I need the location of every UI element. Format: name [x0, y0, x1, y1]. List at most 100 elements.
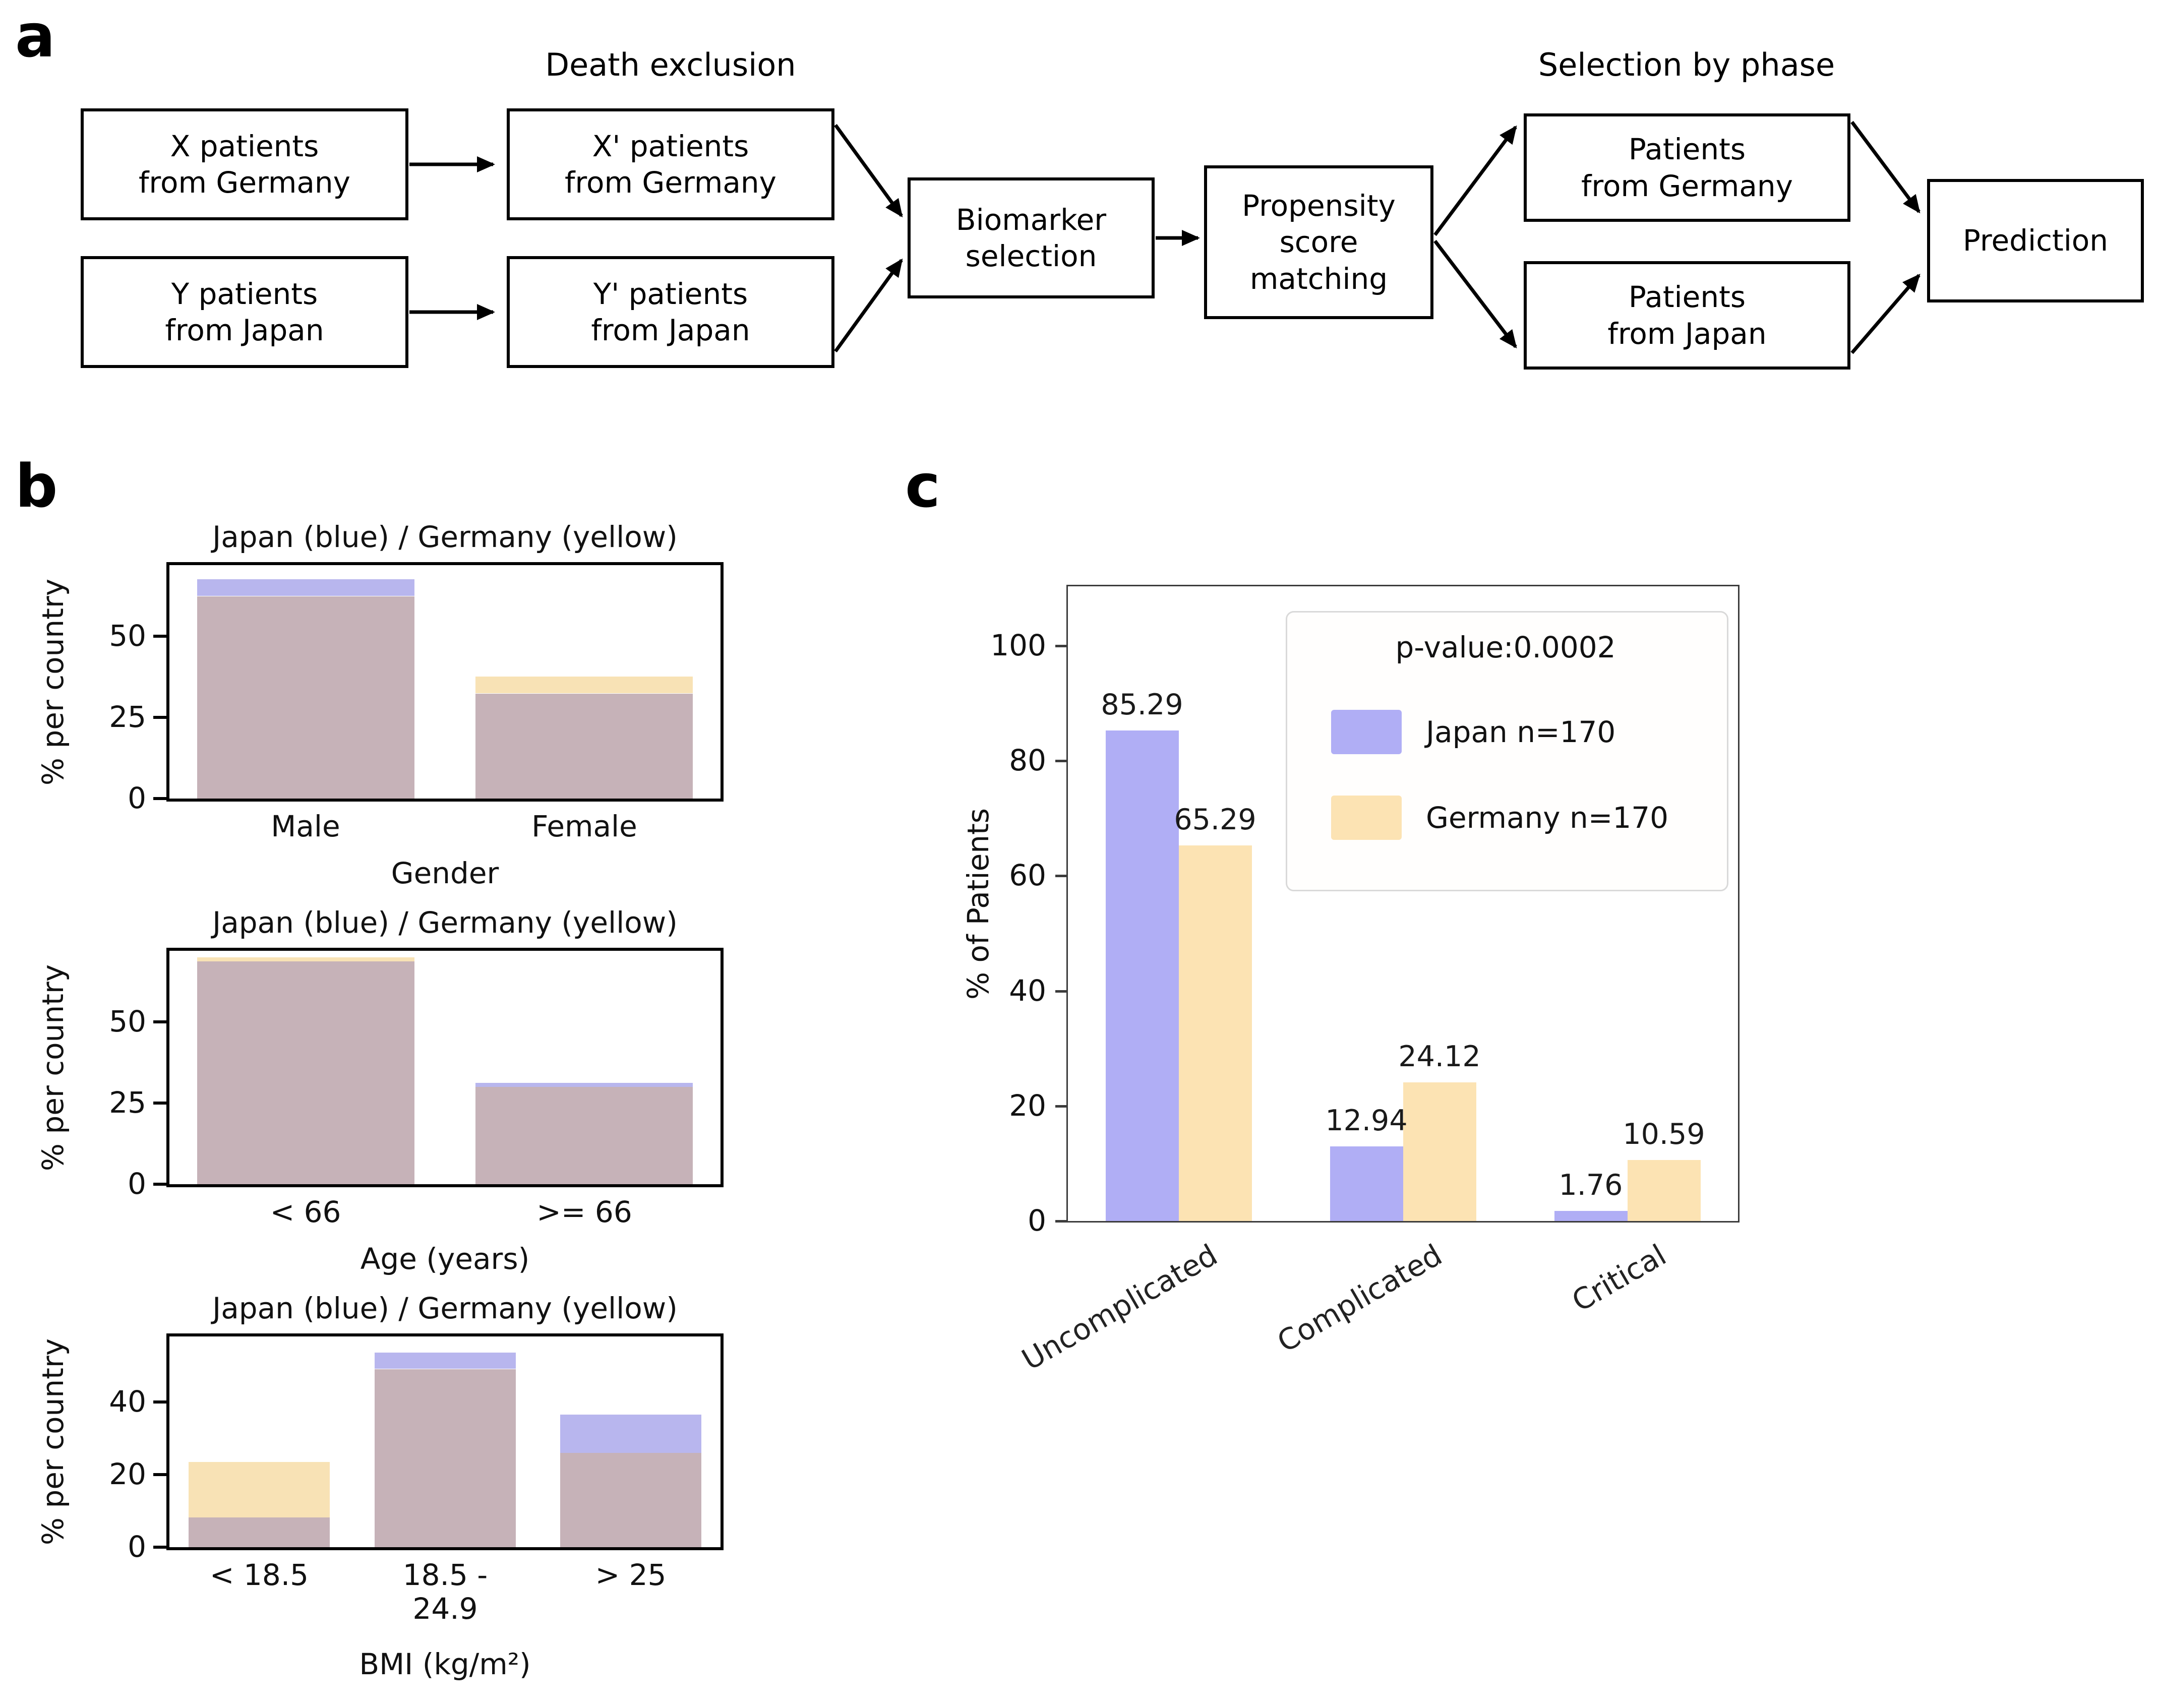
y-tick-mark — [1055, 760, 1066, 762]
plot-area-gender — [166, 562, 724, 802]
y-tick-label: 50 — [109, 1004, 146, 1039]
legend-swatch-japan — [1331, 710, 1402, 754]
y-tick-label: 0 — [128, 1530, 146, 1564]
y-tick-mark — [153, 1020, 166, 1023]
flow-arrow — [834, 124, 903, 218]
y-tick-mark — [1055, 1105, 1066, 1108]
x-tick-label-bmi-2: > 25 — [595, 1558, 667, 1592]
bar-germany-1 — [1403, 1082, 1476, 1221]
flow-arrow — [1850, 273, 1921, 354]
chart-title-age: Japan (blue) / Germany (yellow) — [212, 905, 678, 940]
y-tick-label: 40 — [109, 1384, 146, 1419]
flow-arrow — [1433, 125, 1517, 236]
bar-value-label-japan-0: 85.29 — [1101, 688, 1183, 721]
flow-arrow — [1850, 120, 1921, 214]
flow-box-y-patients-japan: Y patients from Japan — [81, 256, 408, 368]
x-tick-label-severity-1: Complicated — [1271, 1238, 1448, 1359]
y-axis-label: % per country — [33, 1333, 73, 1550]
y-axis-label: % per country — [33, 948, 73, 1187]
bar-age-1-overlap — [475, 1087, 693, 1184]
y-tick-mark — [153, 1473, 166, 1476]
flow-box-x-patients-germany: X patients from Germany — [81, 108, 408, 220]
bar-gender-1-overlap — [475, 694, 693, 799]
y-tick-label: 60 — [1009, 858, 1046, 892]
bar-gender-0-overlap — [197, 596, 414, 799]
death-exclusion-label: Death exclusion — [545, 46, 796, 83]
bar-japan-0 — [1106, 730, 1179, 1221]
bar-bmi-2-overlap — [560, 1453, 701, 1547]
y-tick-label: 0 — [1028, 1203, 1046, 1238]
plot-area-age — [166, 948, 724, 1187]
y-tick-mark — [153, 635, 166, 638]
bar-germany-0 — [1179, 845, 1252, 1221]
selection-by-phase-label: Selection by phase — [1538, 46, 1835, 83]
chart-title-gender: Japan (blue) / Germany (yellow) — [212, 520, 678, 554]
y-axis-label: % of Patients — [958, 585, 998, 1223]
bar-gender-1-top-germany — [475, 677, 693, 693]
y-axis-label-text: % per country — [36, 578, 71, 785]
y-tick-label: 80 — [1009, 743, 1046, 777]
bar-bmi-1-top-japan — [375, 1353, 516, 1369]
legend-title: p-value:0.0002 — [1395, 630, 1616, 664]
y-axis-label-text: % per country — [36, 964, 71, 1171]
y-tick-label: 0 — [128, 781, 146, 815]
legend-swatch-germany — [1331, 796, 1402, 840]
y-tick-label: 50 — [109, 619, 146, 653]
y-tick-mark — [153, 1400, 166, 1404]
bar-value-label-japan-1: 12.94 — [1325, 1104, 1408, 1137]
bar-value-label-japan-2: 1.76 — [1558, 1169, 1623, 1202]
y-tick-label: 25 — [109, 1085, 146, 1120]
flow-box-biomarker-selection: Biomarker selection — [908, 177, 1155, 298]
x-axis-label-bmi: BMI (kg/m²) — [359, 1647, 531, 1681]
y-tick-label: 20 — [1009, 1088, 1046, 1123]
y-tick-mark — [1055, 1220, 1066, 1223]
y-tick-mark — [153, 1546, 166, 1549]
bar-age-1-top-japan — [475, 1083, 693, 1087]
x-tick-label-bmi-1: 18.5 - 24.9 — [402, 1558, 488, 1626]
plot-area-severity — [1066, 585, 1740, 1223]
y-tick-label: 40 — [1009, 973, 1046, 1008]
chart-title-bmi: Japan (blue) / Germany (yellow) — [212, 1291, 678, 1325]
x-axis-label-age: Age (years) — [360, 1242, 530, 1276]
bar-germany-2 — [1628, 1160, 1701, 1221]
y-tick-mark — [1055, 990, 1066, 993]
flow-box-y-prime-patients-japan: Y' patients from Japan — [507, 256, 834, 368]
legend-label-japan: Japan n=170 — [1426, 715, 1616, 749]
bar-bmi-1-overlap — [375, 1369, 516, 1547]
y-tick-mark — [153, 1102, 166, 1105]
bar-gender-0-top-japan — [197, 579, 414, 596]
panel-b-label: b — [15, 451, 58, 521]
x-tick-label-age-1: >= 66 — [536, 1195, 632, 1229]
x-tick-label-gender-0: Male — [271, 809, 340, 843]
flow-arrow — [1433, 239, 1517, 349]
flow-box-phase-patients-germany: Patients from Germany — [1524, 113, 1850, 222]
y-tick-mark — [153, 716, 166, 719]
flowchart-arrows — [409, 120, 1921, 354]
y-axis-label: % per country — [33, 562, 73, 802]
flow-box-propensity-score-matching: Propensity score matching — [1204, 165, 1433, 319]
y-tick-label: 25 — [109, 700, 146, 734]
y-tick-mark — [1055, 645, 1066, 647]
y-tick-mark — [153, 1183, 166, 1186]
y-tick-label: 20 — [109, 1457, 146, 1491]
y-axis-label-text: % of Patients — [961, 808, 995, 1000]
y-tick-label: 100 — [990, 628, 1046, 662]
y-axis-label-text: % per country — [36, 1338, 71, 1546]
flow-box-phase-patients-japan: Patients from Japan — [1524, 261, 1850, 370]
x-axis-label-gender: Gender — [391, 856, 499, 890]
bar-age-0-overlap — [197, 961, 414, 1184]
bar-age-0-top-germany — [197, 957, 414, 961]
bar-japan-1 — [1330, 1146, 1403, 1221]
x-tick-label-severity-0: Uncomplicated — [1016, 1238, 1223, 1377]
plot-area-bmi — [166, 1333, 724, 1550]
flow-box-x-prime-patients-germany: X' patients from Germany — [507, 108, 834, 220]
panel-a-label: a — [15, 1, 55, 71]
bar-japan-2 — [1554, 1211, 1628, 1221]
bar-bmi-0-overlap — [189, 1517, 330, 1547]
x-tick-label-gender-1: Female — [531, 809, 637, 843]
flow-box-prediction: Prediction — [1927, 179, 2144, 302]
bar-value-label-germany-0: 65.29 — [1174, 803, 1256, 836]
y-tick-mark — [153, 797, 166, 800]
bar-value-label-germany-2: 10.59 — [1623, 1118, 1705, 1151]
